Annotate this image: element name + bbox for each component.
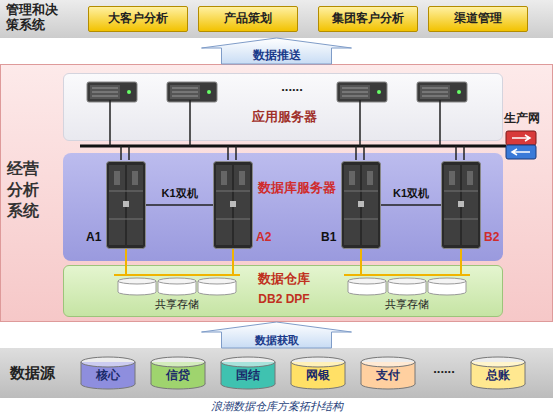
source-cylinder: 总账: [470, 356, 526, 390]
router-icon: [506, 131, 536, 159]
text-slot: B2: [484, 231, 504, 245]
db-server: B1: [341, 161, 381, 249]
source-cylinder: 信贷: [150, 356, 206, 390]
edge-label: 数据获取: [227, 334, 327, 347]
node-text: 集团客户分析: [332, 12, 404, 26]
server-rack: [441, 161, 481, 249]
node-text: A1: [86, 231, 104, 245]
node-text: B2: [484, 231, 504, 245]
free-label: ......: [272, 80, 312, 95]
edge-label: K1双机: [381, 187, 441, 200]
text-slot: A2: [256, 231, 276, 245]
node-text: 大客户分析: [108, 12, 168, 26]
text-slot: B1: [321, 231, 339, 245]
db-server: A1: [106, 161, 146, 249]
text-slot: K1双机: [150, 187, 210, 200]
main-band: 经营分析系统应用服务器数据库服务器A1A2B1B2数据仓库DB2 DPF共享存储…: [0, 64, 553, 322]
text-slot: 管理和决策系统: [6, 3, 62, 33]
function-box: 集团客户分析: [318, 6, 418, 32]
text-slot: K1双机: [381, 187, 441, 200]
server-wires: [110, 100, 464, 160]
shared-storage: 共享存储: [342, 274, 472, 314]
server-rack: [341, 161, 381, 249]
node-text: 国结: [236, 369, 260, 383]
free-label: ......: [424, 362, 464, 377]
node-text: A2: [256, 231, 276, 245]
block-arrow: [202, 322, 352, 348]
db-server-panel: 数据库服务器A1A2B1B2: [63, 153, 503, 261]
server-rack: [213, 161, 253, 249]
text-slot: 浪潮数据仓库方案拓扑结构: [0, 400, 553, 413]
disk-icons: [112, 274, 242, 296]
text-slot: ......: [424, 362, 464, 377]
server-rack: [106, 161, 146, 249]
edge-label: K1双机: [150, 187, 210, 200]
block-arrow: [202, 38, 352, 64]
node-text: DB2 DPF: [244, 293, 324, 307]
source-cylinder: 国结: [220, 356, 276, 390]
text-slot: 数据源: [10, 364, 70, 381]
node-text: 支付: [376, 369, 400, 383]
node-text: 共享存储: [112, 298, 242, 311]
db-server: B2: [441, 161, 481, 249]
node-text: 应用服务器: [234, 110, 334, 125]
node-text: B1: [321, 231, 339, 245]
top-band: 管理和决策系统 大客户分析 产品策划 集团客户分析 渠道管理: [0, 0, 553, 38]
function-box: 大客户分析: [88, 6, 188, 32]
text-slot: 数据推送: [227, 49, 327, 63]
connector-line: [460, 249, 462, 274]
function-box: 产品策划: [198, 6, 298, 32]
node-text: 产品策划: [224, 12, 272, 26]
shared-storage: 共享存储: [112, 274, 242, 314]
node-text: 经营分析系统: [7, 159, 41, 221]
node-text: 共享存储: [342, 298, 472, 311]
node-text: 数据源: [10, 364, 70, 381]
caption-text: 浪潮数据仓库方案拓扑结构: [0, 400, 553, 413]
text-slot: DB2 DPF: [244, 293, 324, 307]
data-source-band: 数据源 核心 信贷 国结 网银 支付 总账: [0, 348, 553, 398]
node-text: 网银: [306, 369, 330, 383]
text-slot: 数据库服务器: [252, 181, 342, 196]
source-cylinder: 支付: [360, 356, 416, 390]
edge-label: 数据推送: [227, 49, 327, 63]
text-slot: A1: [86, 231, 104, 245]
node-text: 渠道管理: [454, 12, 502, 26]
text-slot: ......: [272, 80, 312, 95]
function-box: 渠道管理: [428, 6, 528, 32]
text-slot: 数据获取: [227, 334, 327, 347]
node-text: 管理和决策系统: [6, 3, 62, 33]
text-slot: 生产网: [504, 112, 550, 126]
free-label: 生产网: [504, 112, 550, 126]
text-slot: 应用服务器: [234, 110, 334, 125]
node-text: 核心: [96, 369, 120, 383]
source-cylinder: 网银: [290, 356, 346, 390]
data-warehouse-band: 数据仓库DB2 DPF共享存储共享存储: [63, 265, 503, 317]
connector-line: [381, 204, 441, 206]
text-slot: 数据仓库: [244, 272, 324, 287]
text-slot: 共享存储: [112, 298, 242, 311]
network-bus: [80, 145, 506, 148]
db-server: A2: [213, 161, 253, 249]
text-slot: 经营分析系统: [7, 159, 41, 221]
disk-icons: [342, 274, 472, 296]
source-cylinder: 核心: [80, 356, 136, 390]
connector-line: [360, 249, 362, 274]
node-text: 总账: [486, 369, 510, 383]
connector-line: [232, 249, 234, 274]
text-slot: 共享存储: [342, 298, 472, 311]
node-text: 数据仓库: [244, 272, 324, 287]
connector-line: [125, 249, 127, 274]
node-text: 数据库服务器: [252, 181, 342, 196]
node-text: 信贷: [166, 369, 190, 383]
connector-line: [146, 204, 213, 206]
